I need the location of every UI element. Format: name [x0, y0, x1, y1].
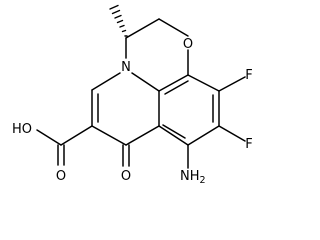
bond-c9a-c8a: [158, 74, 189, 92]
bond-c7-c7a: [125, 125, 160, 146]
bond-c8a-c9: [187, 74, 220, 92]
bond-c10-c11: [187, 125, 220, 146]
bond-n-c5: [91, 72, 121, 91]
bond-c9-f: [218, 76, 246, 92]
hashed-wedge-methyl: [109, 4, 128, 37]
atom-label-ring-nitrogen: N: [121, 60, 131, 75]
atom-label-acid-hydroxyl: HO: [12, 122, 32, 137]
atom-label-acid-carbonyl-oxygen: O: [56, 169, 66, 184]
atom-label-amino-h: H: [190, 169, 200, 184]
bond-ch2-o: [158, 18, 189, 37]
atom-label-ketone-oxygen: O: [121, 169, 131, 184]
bond-ch-ch2: [125, 18, 160, 39]
bond-c9a-c8a-inner: [164, 80, 189, 95]
atom-label-amino-n: N: [180, 169, 190, 184]
bond-c6-cooh: [60, 125, 93, 146]
bond-c11-c7a-inner: [162, 124, 186, 139]
atom-label-fluorine-top: F: [245, 68, 252, 83]
bond-c11-c7a: [158, 125, 189, 146]
atom-label-amino-subscript: 2: [200, 175, 206, 186]
chemical-structure-diagram: O N F F O O HO NH2: [12, 4, 253, 186]
bond-c10-f: [218, 125, 246, 142]
atom-label-ring-oxygen: O: [183, 37, 193, 52]
bond-c6-c7: [91, 125, 127, 146]
bond-skeleton: [36, 18, 246, 169]
atom-label-fluorine-bottom: F: [245, 137, 252, 152]
bond-cooh-oh: [36, 129, 62, 146]
bond-n-c9a: [131, 72, 160, 92]
atom-label-amino-group: NH2: [180, 169, 206, 186]
